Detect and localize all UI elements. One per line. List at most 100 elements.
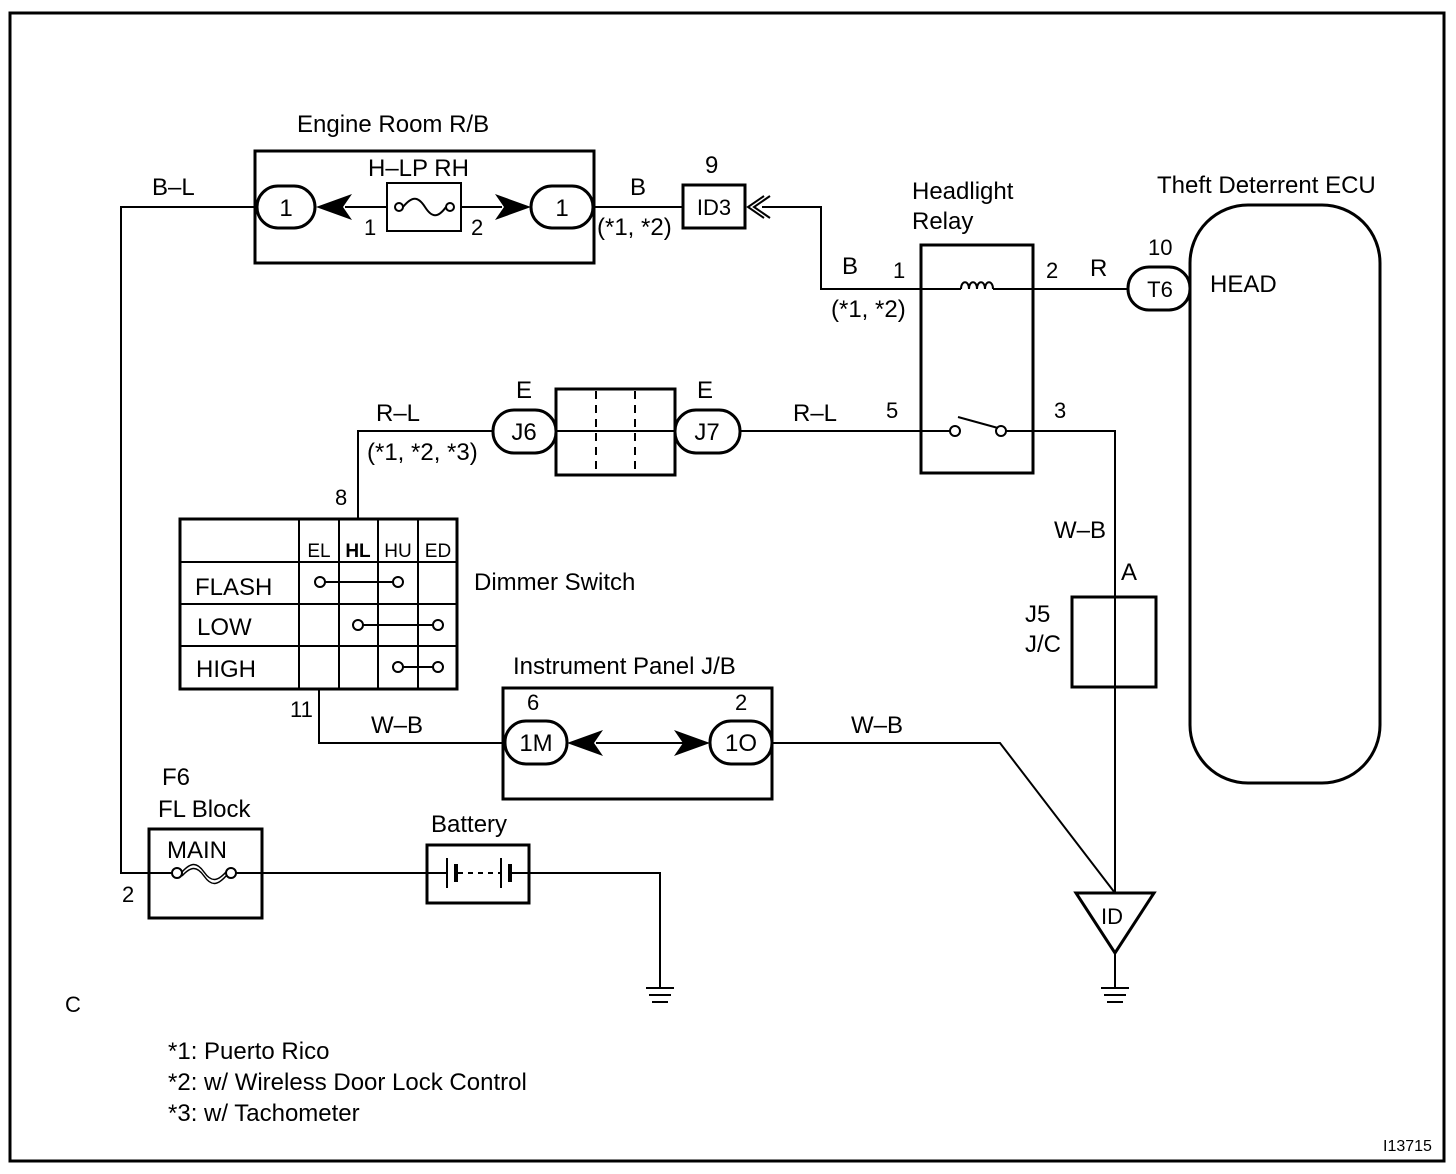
jb-conn-1o-label: 1O [725,730,757,757]
instrument-panel-jb: Instrument Panel J/B 6 2 1M 1O [501,653,774,801]
theft-ecu-terminal: HEAD [1210,271,1277,298]
wire-bl [120,206,257,874]
relay-pin-2: 2 [1046,258,1058,283]
wire-b-relay [762,206,961,290]
ground-id-label: ID [1101,904,1123,929]
fl-block-code: F6 [162,764,190,791]
fl-block: F6 FL Block MAIN 2 [122,764,264,920]
headlight-relay-title-2: Relay [912,208,973,235]
headlight-relay-title-1: Headlight [912,178,1014,205]
dimmer-col-ed: ED [425,541,451,562]
dimmer-row-high: HIGH [196,656,256,683]
connector-arrow-left [567,730,603,756]
dimmer-pin-bottom: 11 [290,697,313,722]
instrument-panel-jb-title: Instrument Panel J/B [513,653,736,680]
relay-coil [960,281,994,290]
wire-rl-left [357,430,495,519]
headlight-relay: Headlight Relay 1 2 (*1, *2) 5 3 [831,178,1066,475]
section-label: C [65,992,81,1017]
ground-symbol-id [1101,987,1129,1003]
fuse-hlp-rh-label: H–LP RH [368,155,469,182]
jb-pin-right: 2 [735,690,747,715]
j6-tag: E [516,377,532,404]
figure-id: I13715 [1383,1138,1432,1155]
j7-connector [673,408,742,455]
junction-j6-j7: E E J6 J7 (*1, *2, *3) [367,377,742,477]
fl-block-title: FL Block [158,796,251,823]
id3-box [681,183,747,230]
wire-wb-jb [772,742,1116,894]
fusible-link-terminal [225,867,237,879]
wire-label-r: R [1090,255,1107,282]
fusible-link-element [181,863,227,885]
diagram-frame [8,11,1446,1163]
wire-wb-dimmer [318,689,505,744]
j5-label-1: J5 [1025,601,1050,628]
j6-label: J6 [511,419,536,446]
jb-conn-1m-label: 1M [519,730,552,757]
fusible-link-terminal [171,867,183,879]
id3-label: ID3 [697,195,731,220]
id3-note: (*1, *2) [597,214,672,241]
wire-battery-ground [529,872,661,988]
relay-pin-3: 3 [1054,398,1066,423]
wire-label-b-top: B [630,174,646,201]
wire-label-rl-left: R–L [376,400,420,427]
dimmer-row-flash: FLASH [195,574,272,601]
id3-connector: 9 ID3 (*1, *2) [597,152,771,241]
fl-block-fuse-label: MAIN [167,837,227,864]
fuse-terminal [445,202,455,212]
dimmer-contact [314,576,326,588]
engine-room-pin-left: 1 [364,215,376,240]
jb-conn-1m [503,719,569,766]
battery-title: Battery [431,811,507,838]
dimmer-contact [432,661,444,673]
wire-label-bl: B–L [152,174,195,201]
connector-arrow-right [495,194,531,220]
engine-room-conn-left [255,184,317,230]
ground-point-id: ID [1073,891,1157,956]
fl-block-pin: 2 [122,882,134,907]
wires [120,206,1130,988]
j6-connector [491,408,558,455]
dimmer-switch-title: Dimmer Switch [474,569,635,596]
dimmer-row-low: LOW [197,614,252,641]
dimmer-contact [392,576,404,588]
fuse-element [402,197,447,217]
wire-label-wb-jb: W–B [851,712,903,739]
id3-connector-mark [746,195,771,219]
engine-room-conn-right-label: 1 [555,195,568,222]
dimmer-col-el: EL [307,541,330,562]
note-2: *2: w/ Wireless Door Lock Control [168,1069,527,1096]
note-1: *1: Puerto Rico [168,1038,329,1065]
engine-room-pin-right: 2 [471,215,483,240]
id3-pin: 9 [705,152,718,179]
engine-room-conn-right [529,184,595,230]
dimmer-col-hu: HU [384,541,411,562]
relay-pin-5: 5 [886,398,898,423]
theft-ecu-title: Theft Deterrent ECU [1157,172,1376,199]
jb-pin-left: 6 [527,690,539,715]
j5-label-2: J/C [1025,631,1061,658]
dimmer-contact [432,619,444,631]
ground-symbol-battery [646,987,674,1003]
theft-ecu-pin: 10 [1148,235,1172,260]
jb-conn-1o [708,719,774,766]
battery: Battery [425,811,531,905]
headlight-relay-box [919,243,1035,475]
j7-tag: E [697,377,713,404]
wire-label-b-relay: B [842,253,858,280]
j5-junction-connector: W–B A J5 J/C [1025,517,1158,689]
theft-ecu-connector-label: T6 [1147,277,1173,302]
j7-label: J7 [694,419,719,446]
dimmer-pin-top: 8 [335,485,347,510]
relay-switch-blade [957,416,999,429]
dimmer-switch: 8 EL HL HU ED FLASH LOW HIGH Dimmer Swit… [178,485,635,722]
wire-wb-relay [1002,430,1116,893]
theft-ecu-connector [1126,265,1192,312]
fuse-terminal [394,202,404,212]
dimmer-col-hl: HL [345,541,371,562]
engine-room-rb-title: Engine Room R/B [297,111,489,138]
j5-pin: A [1121,559,1137,586]
